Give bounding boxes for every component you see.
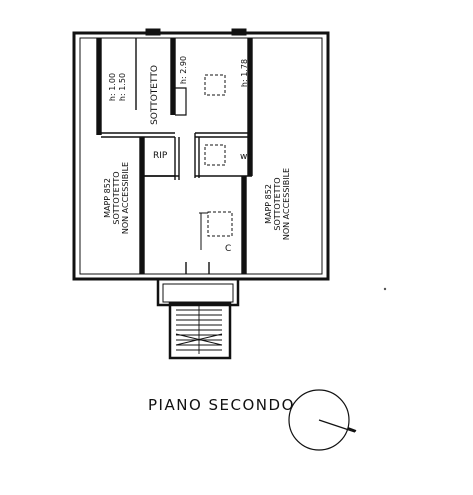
top-wall-openings (145, 28, 247, 36)
kitchen-label: C (225, 244, 231, 254)
bathroom-label: wc (240, 152, 252, 162)
skylight-corridor (204, 144, 226, 166)
right-attic-line3: NON ACCESSIBILE (282, 168, 291, 240)
room-b-height: h: 1.78 (240, 59, 249, 87)
right-attic-line2: SOTTOTETTO (273, 177, 282, 230)
thick-walls (97, 38, 252, 274)
skylight-kitchen (207, 211, 233, 237)
right-attic-label: MAPP 852 SOTTOTETTO NON ACCESSIBILE (264, 168, 291, 240)
kitchen-counter (199, 212, 208, 250)
room-2-90-step (175, 87, 187, 116)
floor-title: PIANO SECONDO (148, 396, 295, 414)
skylights (204, 74, 233, 237)
attic-name: SOTTOTETTO (150, 65, 160, 125)
left-attic-line2: SOTTOTETTO (112, 171, 121, 224)
right-marker (383, 287, 387, 291)
right-attic-line1: MAPP 852 (264, 184, 273, 224)
storage-label: RIP (153, 151, 168, 161)
skylight-room-2-90 (204, 74, 226, 96)
attic-height-max: h: 1.50 (118, 73, 127, 101)
room-a-height: h: 2.90 (179, 56, 188, 84)
room-1-78-label: h: 1.78 (240, 59, 249, 87)
room-2-90-label: h: 2.90 (179, 56, 188, 84)
compass-circle-icon (288, 389, 357, 451)
staircase (156, 277, 240, 360)
top-attic-heights: h: 1.00 h: 1.50 (108, 73, 127, 101)
attic-height-min: h: 1.00 (108, 73, 117, 101)
left-attic-label: MAPP 852 SOTTOTETTO NON ACCESSIBILE (103, 162, 130, 234)
left-attic-line3: NON ACCESSIBILE (121, 162, 130, 234)
top-attic-name: SOTTOTETTO (150, 65, 160, 125)
left-attic-line1: MAPP 852 (103, 178, 112, 218)
